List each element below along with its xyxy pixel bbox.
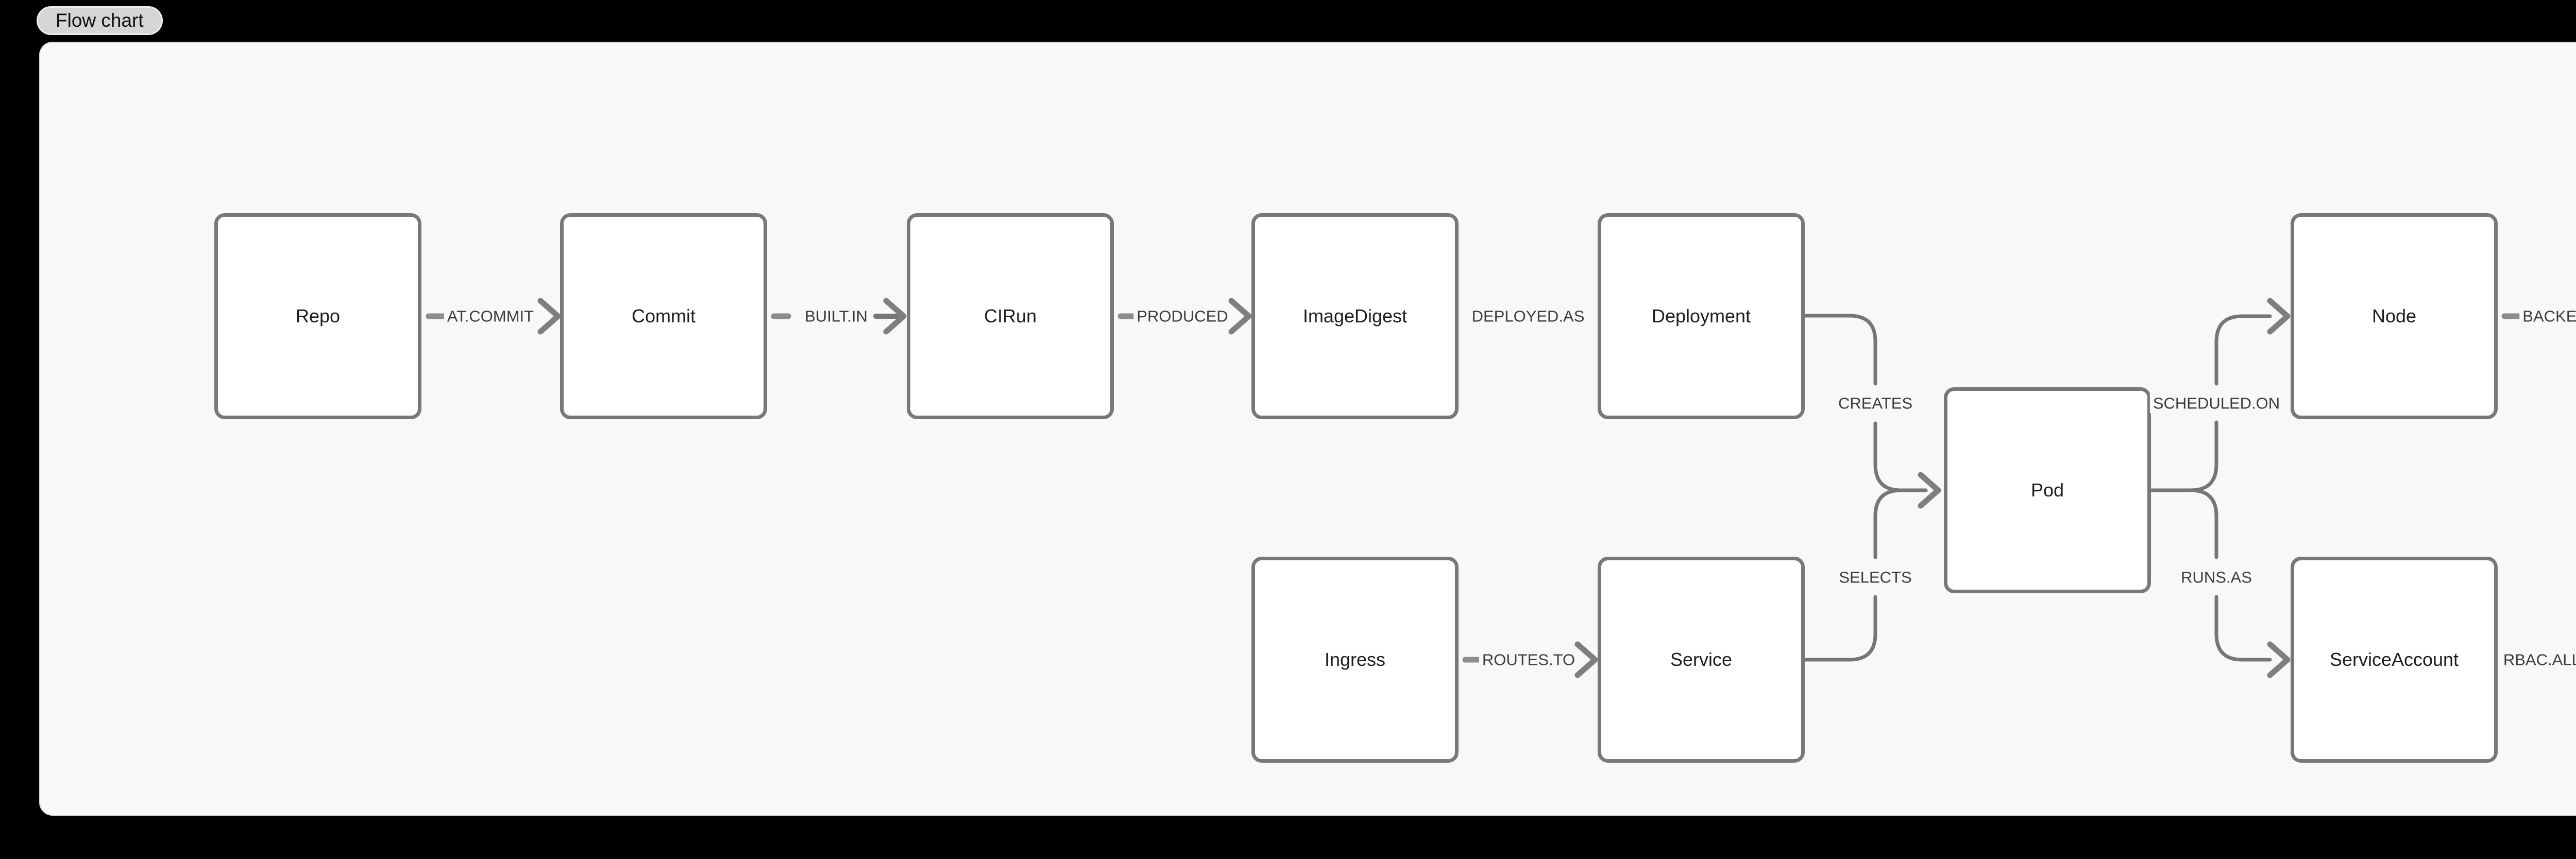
edge-label-backed-by: BACKED.BY [2519,306,2576,327]
node-service[interactable]: Service [1598,557,1805,763]
edge-label-scheduled-on: SCHEDULED.ON [2149,393,2283,414]
edge-label-creates: CREATES [1835,393,1916,414]
node-label: CIRun [984,305,1037,327]
edge-label-rbac-allowed: RBAC.ALLOWED [2500,649,2576,670]
node-label: Service [1670,649,1733,670]
node-serviceaccount[interactable]: ServiceAccount [2291,557,2498,763]
node-label: Ingress [1324,649,1386,670]
node-pod[interactable]: Pod [1944,387,2151,593]
node-cirun[interactable]: CIRun [907,213,1114,419]
node-commit[interactable]: Commit [560,213,767,419]
node-label: ServiceAccount [2329,649,2459,670]
edge-produced [1117,298,1252,335]
node-deployment[interactable]: Deployment [1598,213,1805,419]
node-label: ImageDigest [1302,305,1408,327]
edge-label-selects: SELECTS [1836,567,1915,588]
edge-routes-to [1462,641,1598,678]
node-label: Pod [2030,479,2064,501]
edge-backed-by [2501,313,2522,319]
node-imagedigest[interactable]: ImageDigest [1251,213,1459,419]
edge-label-produced: PRODUCED [1133,306,1231,327]
node-label: Node [2371,305,2417,327]
edge-label-routes-to: ROUTES.TO [1479,649,1579,670]
edge-runs-as [2189,488,2291,678]
node-label: Deployment [1651,305,1751,327]
node-node[interactable]: Node [2291,213,2498,419]
edge-label-runs-as: RUNS.AS [2178,567,2255,588]
edge-built-in [771,298,907,335]
edge-at-commit [426,298,561,335]
edge-label-built-in: BUILT.IN [802,306,871,327]
edge-label-at-commit: AT.COMMIT [444,306,537,327]
node-label: Repo [295,305,341,327]
node-repo[interactable]: Repo [214,213,421,419]
edge-label-deployed-as: DEPLOYED.AS [1468,306,1588,327]
node-ingress[interactable]: Ingress [1251,557,1459,763]
node-label: Commit [632,305,696,327]
edge-selects [1803,488,1903,662]
flow-chart-button[interactable]: Flow chart [37,6,163,35]
